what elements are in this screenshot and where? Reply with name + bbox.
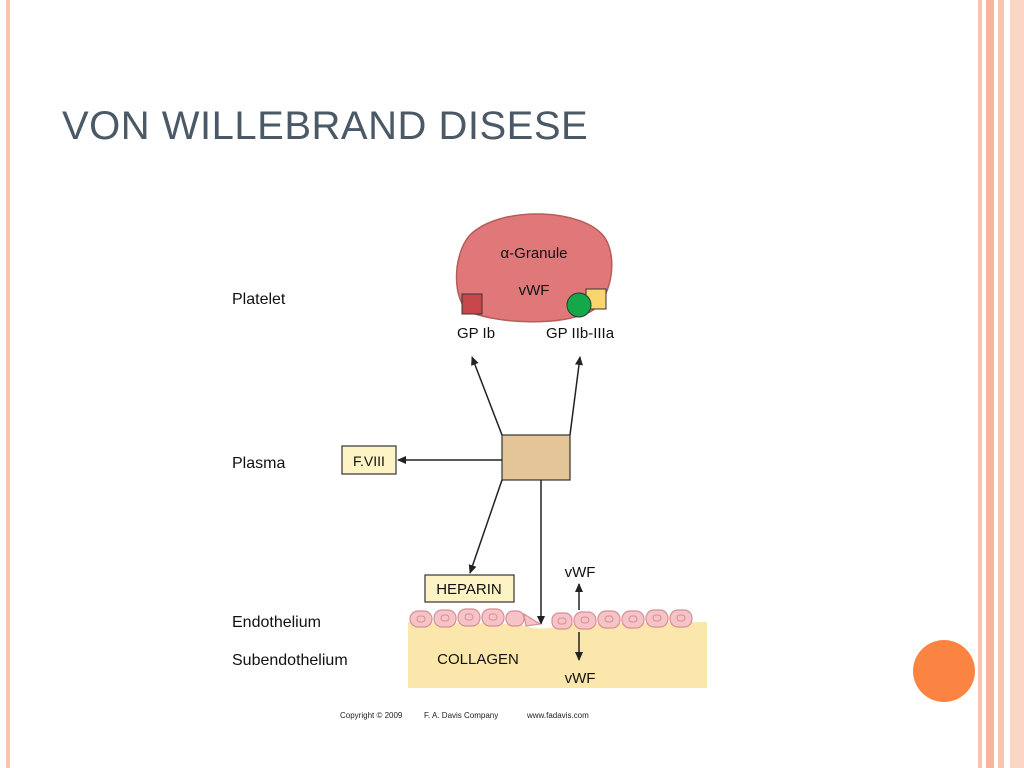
heparin-label: HEPARIN <box>436 581 502 598</box>
heparin-box <box>424 574 515 603</box>
gp-iib-iiia-label: GP IIb-IIIa <box>546 325 615 342</box>
website-text: www.fadavis.com <box>526 711 589 720</box>
vwf-central-box <box>501 434 571 481</box>
collagen-layer <box>408 622 707 688</box>
decorative-orange-circle <box>913 640 975 702</box>
platelet-label: Platelet <box>232 291 286 308</box>
gp-ib-label: GP Ib <box>457 325 495 342</box>
endothelial-cell-nuclei <box>416 613 686 625</box>
fviii-box <box>341 445 397 475</box>
slide-right-stripe-2 <box>986 0 994 768</box>
slide-right-stripe-4 <box>1010 0 1024 768</box>
fviii-label: F.VIII <box>353 453 385 469</box>
publisher-text: F. A. Davis Company <box>424 711 498 720</box>
endothelial-cells <box>409 608 693 630</box>
granule-label: α-Granule <box>500 245 567 262</box>
arrow-to-gp-iib-iiia <box>569 356 583 436</box>
slide-title: VON WILLEBRAND DISESE <box>62 104 589 148</box>
granule-vwf-label: vWF <box>519 282 550 299</box>
arrow-to-gp-ib <box>471 356 503 436</box>
vwf-up-label: vWF <box>565 564 596 581</box>
slide-right-stripe-3 <box>998 0 1004 768</box>
endothelium-label: Endothelium <box>232 614 321 631</box>
gp-ib-receptor <box>461 293 483 315</box>
collagen-label: COLLAGEN <box>437 651 519 668</box>
copyright-text: Copyright © 2009 <box>340 711 403 720</box>
gp-iib-iiia-circle <box>566 292 592 318</box>
slide-left-border <box>6 0 10 768</box>
slide-right-stripe-1 <box>978 0 982 768</box>
plasma-label: Plasma <box>232 455 285 472</box>
arrow-to-heparin <box>468 479 503 574</box>
subendothelium-label: Subendothelium <box>232 652 348 669</box>
vwf-down-label: vWF <box>565 670 596 687</box>
